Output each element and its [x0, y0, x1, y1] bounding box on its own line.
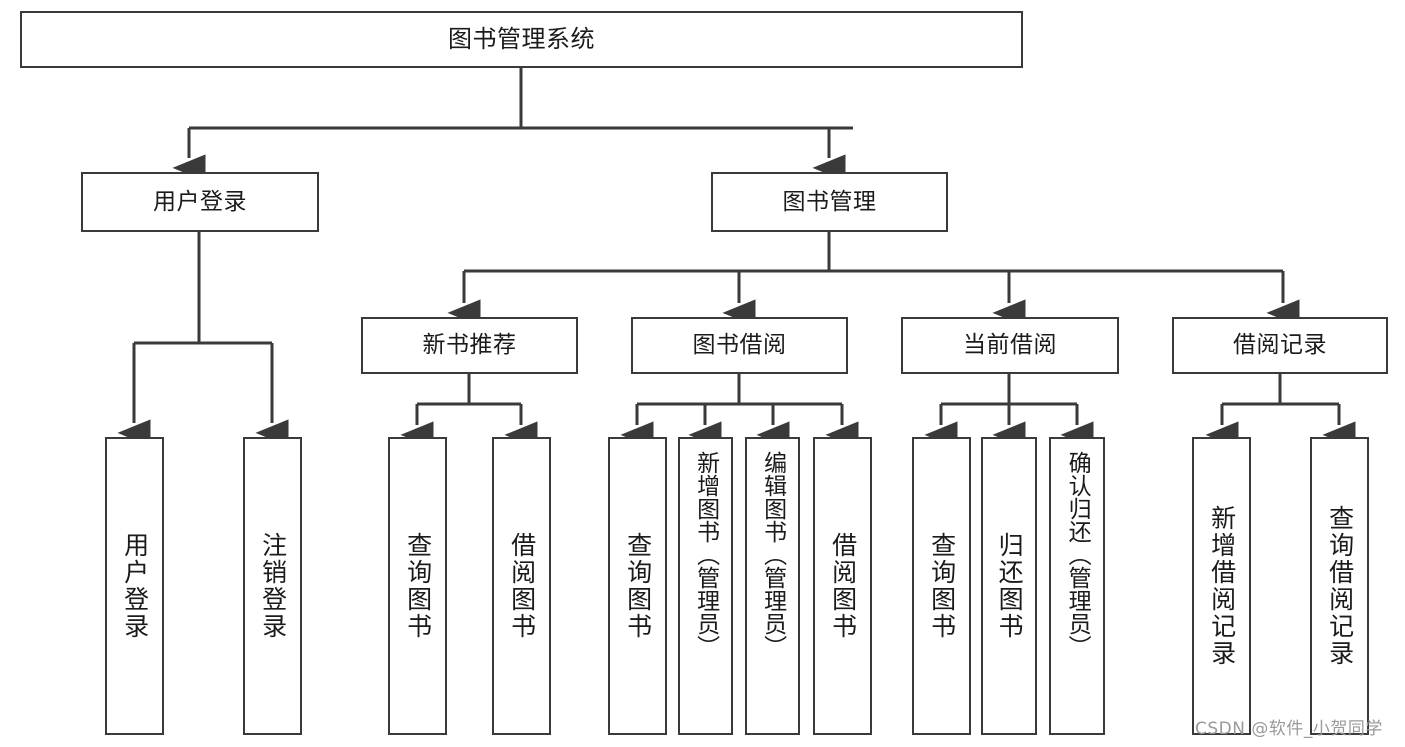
node-leaf-query-book-2[interactable]: 查询图书: [608, 437, 667, 735]
node-leaf-user-login[interactable]: 用户登录: [105, 437, 164, 735]
node-leaf-borrow-book-2[interactable]: 借阅图书: [813, 437, 872, 735]
node-book-manage-label: 图书管理: [782, 188, 877, 215]
node-borrow-record-label: 借阅记录: [1233, 332, 1327, 359]
node-leaf-query-book-1[interactable]: 查询图书: [388, 437, 447, 735]
node-leaf-user-logout[interactable]: 注销登录: [243, 437, 302, 735]
node-leaf-borrow-book-2-label: 借阅图书: [828, 532, 858, 640]
node-leaf-edit-book[interactable]: 编辑图书（管理员）: [745, 437, 800, 735]
node-leaf-add-record[interactable]: 新增借阅记录: [1192, 437, 1251, 735]
node-root-label: 图书管理系统: [448, 24, 595, 53]
node-leaf-return-book-label: 归还图书: [995, 532, 1025, 640]
node-leaf-borrow-book-1[interactable]: 借阅图书: [492, 437, 551, 735]
node-leaf-query-book-3-label: 查询图书: [927, 532, 957, 640]
node-leaf-return-book[interactable]: 归还图书: [981, 437, 1037, 735]
node-book-manage[interactable]: 图书管理: [711, 172, 948, 232]
node-leaf-query-record[interactable]: 查询借阅记录: [1310, 437, 1369, 735]
node-book-borrow-label: 图书借阅: [692, 332, 787, 359]
node-root[interactable]: 图书管理系统: [20, 11, 1023, 68]
node-leaf-edit-book-label: 编辑图书（管理员）: [759, 451, 786, 658]
node-current-borrow[interactable]: 当前借阅: [901, 317, 1119, 374]
node-user-login-label: 用户登录: [153, 188, 247, 215]
node-current-borrow-label: 当前借阅: [963, 332, 1057, 359]
node-borrow-record[interactable]: 借阅记录: [1172, 317, 1388, 374]
node-leaf-add-book[interactable]: 新增图书（管理员）: [678, 437, 733, 735]
node-leaf-query-record-label: 查询借阅记录: [1325, 505, 1355, 667]
node-leaf-user-logout-label: 注销登录: [258, 532, 288, 640]
node-new-book-rec-label: 新书推荐: [422, 332, 517, 359]
node-leaf-query-book-1-label: 查询图书: [403, 532, 433, 640]
node-leaf-query-book-3[interactable]: 查询图书: [912, 437, 971, 735]
node-leaf-add-record-label: 新增借阅记录: [1207, 505, 1237, 667]
node-leaf-borrow-book-1-label: 借阅图书: [507, 532, 537, 640]
node-leaf-add-book-label: 新增图书（管理员）: [692, 451, 719, 658]
node-leaf-query-book-2-label: 查询图书: [623, 532, 653, 640]
node-leaf-confirm-return[interactable]: 确认归还（管理员）: [1049, 437, 1105, 735]
watermark-text: CSDN @软件_小贺同学: [1195, 719, 1383, 739]
node-book-borrow[interactable]: 图书借阅: [631, 317, 848, 374]
node-new-book-rec[interactable]: 新书推荐: [361, 317, 578, 374]
node-leaf-user-login-label: 用户登录: [120, 532, 150, 640]
node-leaf-confirm-return-label: 确认归还（管理员）: [1064, 451, 1091, 658]
node-user-login[interactable]: 用户登录: [81, 172, 319, 232]
